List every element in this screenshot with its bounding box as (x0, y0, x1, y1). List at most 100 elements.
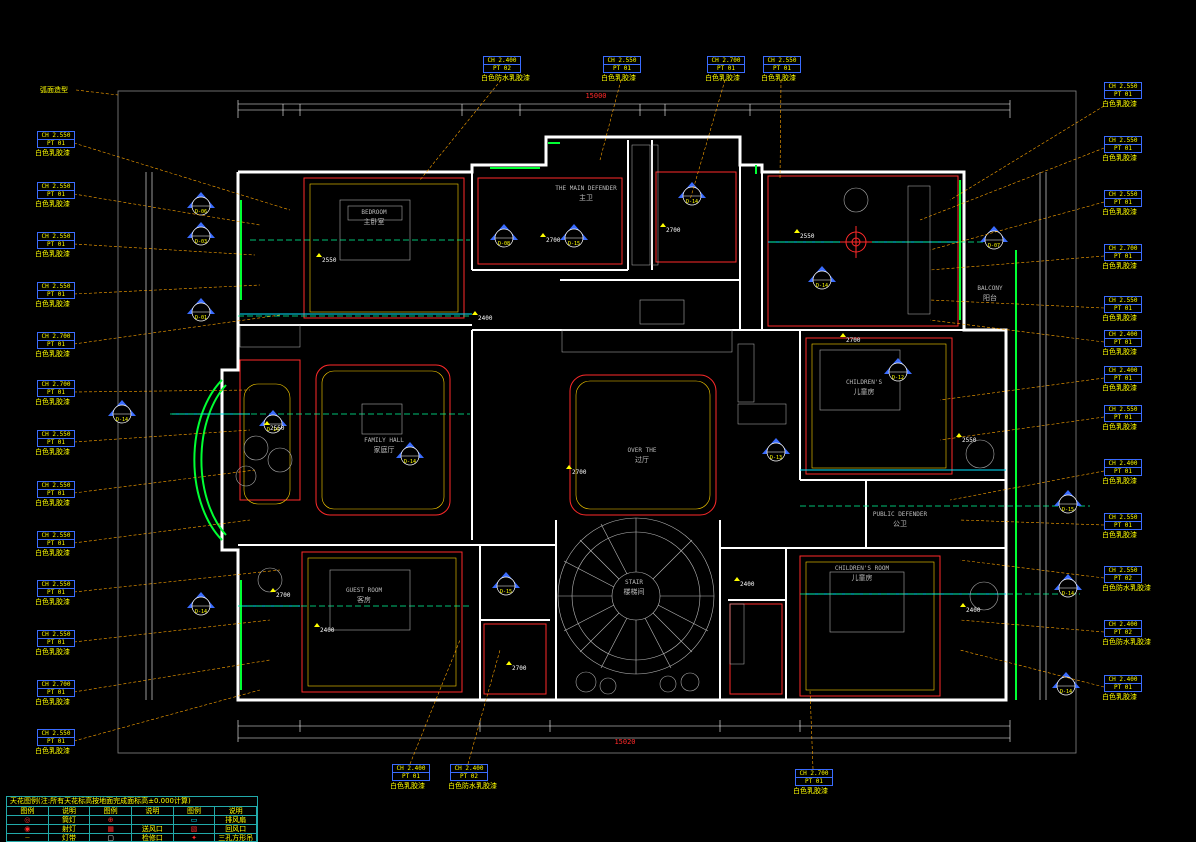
ceiling-height-value: 2550 (270, 425, 285, 432)
tag-material-code: PT 01 (1113, 339, 1133, 346)
legend-text-cell: 送风口 (132, 825, 174, 833)
tag-material-code: PT 02 (492, 65, 512, 72)
section-mark-label: D-14 (116, 417, 128, 423)
tag-material-code: PT 01 (46, 140, 66, 147)
tag-ceiling-height: CH 2.550 (38, 730, 74, 738)
room-name-en: PUBLIC DEFENDER (873, 511, 928, 518)
legend-text-cell: 射灯 (49, 825, 91, 833)
section-mark-label: D-14 (195, 609, 207, 615)
room-name-en: STAIR (625, 579, 643, 586)
tag-ceiling-height: CH 2.550 (38, 283, 74, 291)
ceiling-height-value: 2400 (966, 607, 981, 614)
window-lines (193, 142, 1017, 700)
tag-leader-line (949, 470, 1105, 501)
ceiling-height-value: 2400 (320, 627, 335, 634)
section-mark: D-03 (187, 222, 215, 246)
tag-finish-note: 白色乳胶漆 (1102, 693, 1137, 701)
furniture-hints (235, 187, 999, 695)
tag-finish-note: 白色乳胶漆 (705, 74, 740, 82)
room-name-cn: 儿童房 (854, 387, 875, 396)
tag-finish-note: 白色乳胶漆 (793, 787, 828, 795)
tag-finish-note: 白色乳胶漆 (35, 598, 70, 606)
room-name-cn: 主卫 (579, 193, 593, 202)
room-name-en: THE MAIN DEFENDER (555, 185, 617, 192)
spiral-stair (557, 517, 715, 675)
tag-material-code: PT 01 (1113, 91, 1133, 98)
legend-symbol-cell: ◎ (7, 816, 49, 824)
bottom-overall-dimension: 15020 (614, 738, 635, 746)
tag-material-code: PT 01 (612, 65, 632, 72)
tag-finish-note: 白色乳胶漆 (35, 300, 70, 308)
tag-finish-note: 白色乳胶漆 (1102, 314, 1137, 322)
tag-material-code: PT 01 (804, 778, 824, 785)
section-mark: D-14 (1054, 574, 1082, 598)
section-mark: D-08 (490, 224, 518, 248)
tag-leader-line (929, 299, 1105, 309)
section-mark-label: D-14 (816, 283, 828, 289)
ceiling-height-value: 2550 (962, 437, 977, 444)
tag-finish-note: 白色乳胶漆 (35, 698, 70, 706)
room-name-cn: 阳台 (983, 293, 997, 302)
tag-material-code: PT 01 (46, 241, 66, 248)
legend-header-cell: 说明 (215, 807, 258, 815)
section-mark: D-14 (678, 182, 706, 206)
tag-material-code: PT 01 (46, 191, 66, 198)
section-mark-label: D-14 (404, 459, 416, 465)
section-mark: D-14 (396, 442, 424, 466)
ceiling-height-value: 2700 (846, 337, 861, 344)
tag-ceiling-height: CH 2.550 (1105, 297, 1141, 305)
tag-material-code: PT 01 (1113, 414, 1133, 421)
tag-ceiling-height: CH 2.550 (1105, 191, 1141, 199)
tag-finish-note: 白色乳胶漆 (1102, 531, 1137, 539)
tag-material-code: PT 01 (716, 65, 736, 72)
tag-material-code: PT 01 (46, 439, 66, 446)
tag-finish-note: 白色乳胶漆 (1102, 100, 1137, 108)
legend-symbol-cell: ⊕ (90, 816, 133, 824)
tag-finish-note: 白色乳胶漆 (35, 149, 70, 157)
tag-ceiling-height: CH 2.400 (1105, 676, 1141, 684)
tag-material-code: PT 01 (46, 490, 66, 497)
level-marker (316, 253, 322, 257)
tag-ceiling-height: CH 2.400 (393, 765, 429, 773)
room-name-cn: 过厅 (635, 455, 649, 464)
tag-finish-note: 白色防水乳胶漆 (481, 74, 530, 82)
tag-leader-line (73, 142, 291, 211)
tag-ceiling-height: CH 2.550 (38, 581, 74, 589)
tag-ceiling-height: CH 2.700 (796, 770, 832, 778)
tag-finish-note: 白色乳胶漆 (35, 499, 70, 507)
legend-header-cell: 图例 (7, 807, 49, 815)
tag-ceiling-height: CH 2.550 (38, 532, 74, 540)
tag-material-code: PT 01 (46, 291, 66, 298)
tag-leader-line (73, 689, 261, 742)
tag-leader-line (599, 79, 622, 161)
bottom-dimension (237, 720, 1011, 742)
tag-material-code: PT 01 (1113, 522, 1133, 529)
room-name-cn: 楼梯间 (624, 587, 645, 596)
tag-leader-line (929, 201, 1105, 251)
room-name-en: CHILDREN'S ROOM (835, 565, 890, 572)
tag-material-code: PT 01 (46, 341, 66, 348)
side-dimensions (145, 172, 1047, 700)
section-mark: D-14 (108, 400, 136, 424)
tag-finish-note: 白色乳胶漆 (1102, 384, 1137, 392)
tag-ceiling-height: CH 2.550 (764, 57, 800, 65)
section-mark-label: D-06 (195, 209, 207, 215)
level-marker (734, 577, 740, 581)
tag-ceiling-height: CH 2.550 (38, 183, 74, 191)
tag-material-code: PT 01 (401, 773, 421, 780)
legend-symbol-cell: ▧ (174, 825, 216, 833)
tag-ceiling-height: CH 2.700 (38, 681, 74, 689)
